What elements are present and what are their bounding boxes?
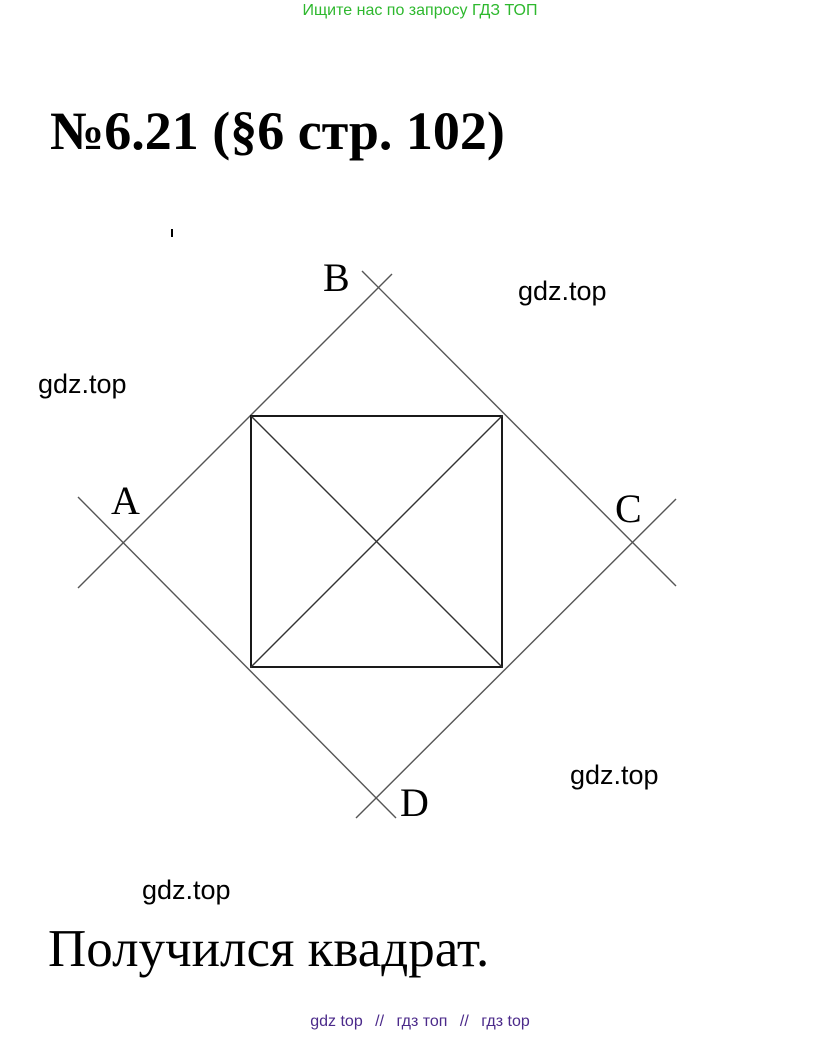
watermark-text: gdz.top [518,276,607,306]
line-da [77,496,397,819]
line-bc [361,270,677,587]
vertex-label-b: B [323,255,350,300]
top-banner: Ищите нас по запросу ГДЗ ТОП [302,2,538,19]
problem-title: №6.21 (§6 стр. 102) [50,101,505,161]
line-ab [77,273,393,589]
watermark-text: gdz.top [38,369,127,399]
footer: gdz top // гдз топ // гдз top [0,1013,840,1031]
watermark-text: gdz.top [142,875,231,905]
vertex-label-d: D [400,780,429,825]
conclusion-text: Получился квадрат. [48,920,490,978]
diagonal-2 [250,415,503,668]
footer-item: gdz top [310,1013,363,1030]
line-cd [355,498,677,819]
stray-mark [171,229,173,237]
footer-separator: // [459,1013,469,1030]
watermark-text: gdz.top [570,760,659,790]
inner-square [250,415,503,668]
footer-item: гдз top [481,1013,530,1030]
vertex-label-a: A [111,478,140,523]
footer-separator: // [375,1013,385,1030]
footer-item: гдз топ [396,1013,448,1030]
vertex-label-c: C [615,486,642,531]
